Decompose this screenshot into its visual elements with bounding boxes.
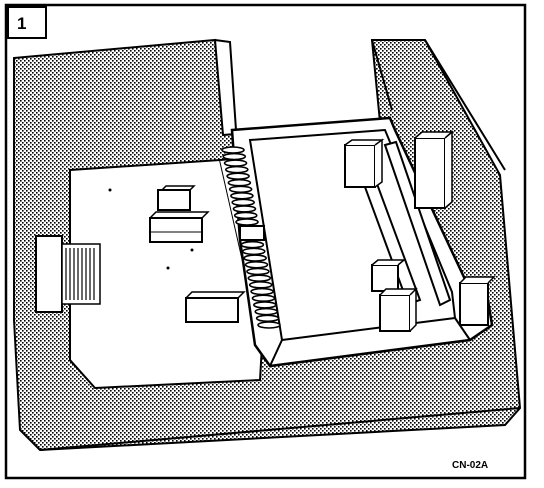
connector-coil-turn	[227, 178, 252, 187]
connector-coil-turn	[230, 192, 254, 200]
connector-coil-turn	[241, 247, 266, 256]
connector-coil-turn	[233, 211, 258, 220]
board-connector	[221, 146, 281, 329]
connector-coil-turn	[250, 287, 274, 296]
connector-coil-turn	[232, 205, 257, 213]
board-dot	[166, 266, 170, 270]
bay-latch-block	[344, 138, 385, 188]
connector-coil-turn	[228, 185, 253, 194]
connector-coil-turn	[248, 281, 273, 289]
connector-coil-turn	[235, 218, 259, 226]
connector-coil-turn	[247, 274, 272, 282]
connector-coil-turn	[244, 260, 269, 269]
chassis-edge-line	[214, 39, 237, 131]
chassis-edge-line	[371, 39, 506, 171]
step-number-box: 1	[7, 6, 47, 39]
bay-latch-block	[459, 276, 496, 326]
bay-latch-block	[379, 287, 418, 332]
connector-coil-turn	[223, 159, 248, 167]
step-number: 1	[17, 14, 26, 33]
drive-bay-floor-line	[269, 317, 471, 367]
connector-coil-turn	[251, 294, 276, 303]
connector-clip	[239, 225, 265, 241]
board-chip	[185, 291, 246, 323]
board-chip	[157, 185, 196, 211]
board-dot	[108, 188, 112, 192]
connector-coil-turn	[257, 321, 281, 329]
figure-code: CN-02A	[452, 460, 488, 471]
chassis-edge-line	[39, 407, 521, 451]
connector-coil-turn	[253, 301, 277, 309]
connector-coil-turn	[221, 146, 245, 154]
connector-coil-turn	[240, 240, 265, 249]
connector-coil-turn	[246, 267, 270, 276]
board-dot	[190, 248, 194, 252]
board-edge-connector	[35, 235, 101, 313]
connector-coil-turn	[255, 314, 280, 323]
bay-latch-block	[414, 130, 455, 209]
board-chip	[149, 211, 210, 243]
connector-coil-turn	[254, 307, 279, 316]
connector-coil-turn	[243, 254, 267, 262]
connector-coil-turn	[225, 165, 249, 174]
connector-coil-turn	[226, 172, 250, 180]
connector-coil-turn	[231, 198, 255, 207]
bay-guide-rail	[383, 140, 452, 307]
connector-coil-turn	[222, 152, 247, 161]
